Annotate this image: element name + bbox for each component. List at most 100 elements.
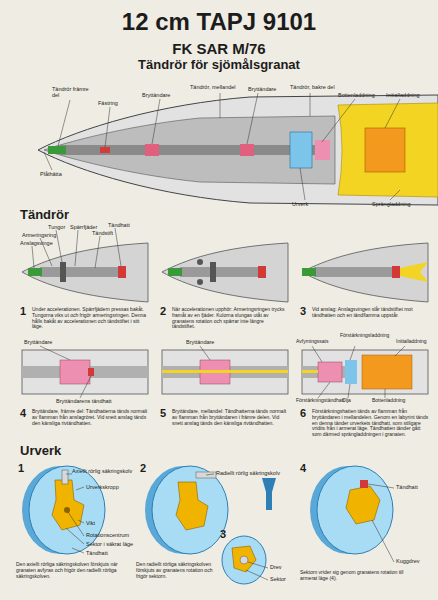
part-label: Bryttändare (24, 339, 68, 345)
clockwork-disc (360, 480, 368, 488)
fuze-panel (197, 259, 203, 265)
part-label: Rotationscentrum (86, 532, 146, 538)
fuze-panel (302, 268, 316, 276)
charge-panel (40, 346, 91, 398)
clockwork-disc (222, 536, 268, 584)
fuze-panel (392, 266, 400, 278)
clockwork-disc (196, 472, 216, 478)
callout-number: 3 (220, 528, 232, 541)
part-label: Anslagsvinge (20, 240, 66, 246)
step-note: Bryttändare, mellandel: Tändhatterna tän… (172, 409, 288, 426)
clockwork-disc (310, 466, 394, 562)
clockwork-disc (66, 474, 84, 553)
step-note: Sektorn vrider sig genom granatens rotat… (300, 570, 420, 582)
clockwork-disc (64, 507, 70, 513)
shell-section (315, 140, 330, 160)
clockwork-disc (72, 548, 84, 553)
part-label: Urverk (292, 201, 322, 207)
shell-section (300, 168, 305, 200)
fuze-panel (400, 262, 428, 282)
shell-section (290, 132, 312, 168)
callout-number: 3 (300, 305, 312, 318)
fuze-panel (75, 230, 78, 266)
charge-panel (302, 346, 428, 398)
shell-section (38, 95, 438, 205)
part-label: Förstärkningsladdning (340, 333, 396, 339)
clockwork-disc (317, 466, 393, 554)
charge-panel (60, 360, 90, 384)
shell-section (385, 99, 400, 128)
step-note: Förstärkningshatten tänds av flamman frå… (312, 409, 430, 438)
part-label: Bryttändare (142, 92, 182, 98)
shell-section (247, 93, 258, 144)
shell-section (44, 152, 52, 170)
charge-panel (318, 362, 342, 382)
shell-section (100, 147, 110, 153)
charge-panel (200, 346, 210, 360)
shell-section (38, 93, 438, 205)
clockwork-disc (22, 466, 105, 554)
shell-section (338, 103, 438, 197)
clockwork-disc (240, 556, 248, 564)
fuze-panel (197, 279, 203, 285)
shell-section (145, 144, 159, 156)
clockwork-disc (246, 562, 268, 580)
callout-number: 1 (18, 462, 30, 475)
fuze-panel (302, 243, 428, 302)
clockwork-disc (176, 482, 208, 530)
shell-section (60, 145, 330, 155)
step-note: Den radiellt rörliga säkringskolven förs… (136, 562, 218, 579)
charge-panel (395, 346, 405, 356)
clockwork-disc (66, 528, 84, 544)
subtitle: FK SAR M/76 (100, 40, 338, 57)
fuze-panel (162, 243, 288, 302)
callout-number: 4 (20, 407, 32, 420)
part-label: Bottenladdning (338, 92, 384, 98)
shell-section (310, 93, 311, 116)
callout-number: 2 (160, 305, 172, 318)
clockwork-disc (206, 474, 214, 475)
charge-panel (302, 350, 428, 394)
fuze-panel (302, 243, 428, 302)
fuze-panel (314, 267, 394, 277)
fuze-panel (115, 228, 121, 266)
step-note: Den axiellt rörliga säkringskolven försk… (16, 562, 124, 579)
part-label: Bryttändare (186, 339, 230, 345)
charge-panel (162, 346, 288, 394)
shell-section (44, 116, 335, 184)
charge-panel (318, 382, 330, 398)
part-label: Initialladdning (386, 92, 436, 98)
part-label: Axiellt rörlig säkringskolv (72, 468, 142, 474)
fuze-panel (162, 243, 288, 302)
part-label: Kuggdrev (396, 558, 436, 564)
clockwork-disc (152, 466, 228, 554)
part-label: Spärrfjäder (70, 224, 110, 230)
clockwork-disc (368, 484, 394, 562)
clockwork-disc (66, 474, 72, 475)
shell-section (390, 190, 400, 200)
callout-number: 4 (300, 462, 312, 475)
step-note: Bryttändare, främre del: Tändhatterna tä… (32, 409, 148, 426)
part-label: Tändstift (92, 230, 126, 236)
shell-section (220, 93, 221, 118)
part-label: Sprängladdning (372, 201, 428, 207)
part-label: Tändhatt (108, 222, 142, 228)
fuze-panel (258, 266, 266, 278)
fuze-panel (32, 246, 34, 268)
fuze-panel (40, 267, 120, 277)
part-label: Radiellt rörlig säkringskolv (216, 470, 286, 476)
part-label: Bottenladdning (372, 398, 422, 404)
callout-number: 6 (300, 407, 312, 420)
fuze-panel (95, 236, 100, 268)
callout-number: 1 (20, 305, 32, 318)
fuze-panel (210, 262, 216, 282)
charge-panel (312, 346, 322, 362)
clockwork-disc (52, 480, 84, 530)
charge-panel (302, 370, 318, 373)
part-label: Bryttändare (248, 86, 288, 92)
part-label: Initialladdning (396, 339, 438, 345)
charge-panel (345, 360, 357, 384)
clockwork-disc (62, 470, 68, 484)
clockwork-disc (68, 512, 84, 536)
part-label: Urverkskropp (86, 484, 136, 490)
